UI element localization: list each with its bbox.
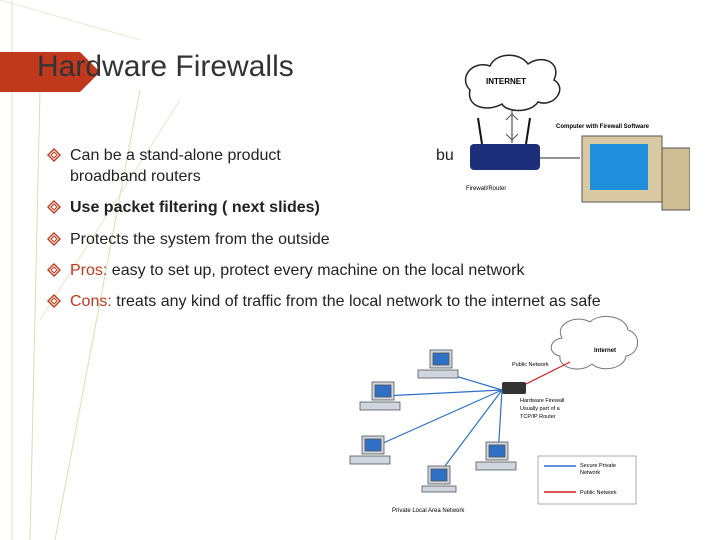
firewall-label-2: Usually part of a bbox=[520, 406, 561, 412]
bullet-text: Can be a stand-alone product bbox=[70, 147, 281, 164]
diamond-bullet-icon bbox=[47, 263, 61, 277]
legend-secure-label-1: Secure Private bbox=[580, 463, 616, 469]
router-icon bbox=[470, 144, 540, 170]
workstation-icon bbox=[349, 349, 517, 493]
internet-label: Internet bbox=[594, 348, 616, 354]
firewall-label-3: TCP/IP Router bbox=[520, 414, 556, 420]
bullet-text-line2: broadband routers bbox=[70, 168, 201, 185]
bullet-text: Protects the system from the outside bbox=[70, 231, 330, 248]
firewall-label-1: Hardware Firewall bbox=[520, 398, 564, 404]
network-diagram-figure: Internet Public Network Hardware Firewal… bbox=[336, 310, 646, 522]
legend-secure-label-2: Network bbox=[580, 470, 600, 476]
internet-label: INTERNET bbox=[486, 77, 526, 86]
firewall-router-figure: INTERNET Firewall/Router Computer with F… bbox=[450, 48, 690, 216]
legend-public-label: Public Network bbox=[580, 490, 617, 496]
computer-label: Computer with Firewall Software bbox=[556, 124, 650, 130]
diamond-bullet-icon bbox=[47, 232, 61, 246]
firewall-router-icon bbox=[502, 382, 526, 394]
diamond-bullet-icon bbox=[47, 200, 61, 214]
bullet-text: Use packet filtering ( next slides) bbox=[70, 199, 320, 216]
internet-cloud bbox=[550, 315, 638, 370]
pros-label: Pros: bbox=[70, 262, 108, 279]
slide-title: Hardware Firewalls bbox=[37, 50, 294, 83]
bullet-text: easy to set up, protect every machine on… bbox=[107, 262, 525, 279]
router-label: Firewall/Router bbox=[466, 186, 506, 192]
internet-cloud bbox=[464, 54, 561, 112]
cons-label: Cons: bbox=[70, 293, 112, 310]
legend-box bbox=[537, 455, 637, 505]
diamond-bullet-icon bbox=[47, 148, 61, 162]
title-accent-bar bbox=[0, 52, 100, 92]
public-network-label: Public Network bbox=[512, 362, 549, 368]
lan-label: Private Local Area Network bbox=[392, 508, 465, 514]
diamond-bullet-icon bbox=[47, 294, 61, 308]
bullet-text-tail: bu bbox=[436, 147, 454, 164]
bullet-text: treats any kind of traffic from the loca… bbox=[111, 293, 601, 310]
